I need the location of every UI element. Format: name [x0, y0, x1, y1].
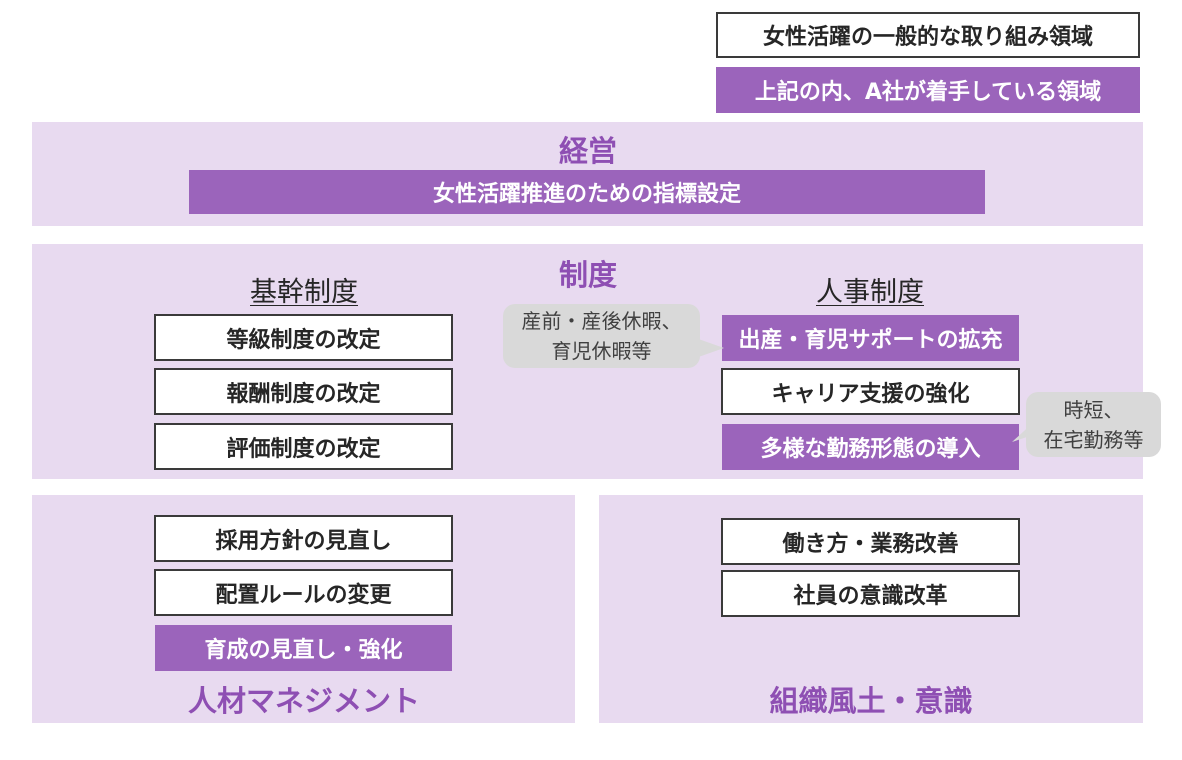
talent-item-2: 育成の見直し・強化 [155, 625, 452, 671]
talent-title: 人材マネジメント [187, 684, 420, 718]
hr-item-1: キャリア支援の強化 [721, 368, 1020, 415]
legend-general: 女性活躍の一般的な取り組み領域 [716, 12, 1140, 58]
hr-system-heading: 人事制度 [816, 277, 924, 308]
talent-item-label: 採用方針の見直し [215, 528, 392, 554]
talent-item-1: 配置ルールの変更 [154, 569, 453, 616]
hr-item-label: キャリア支援の強化 [771, 381, 970, 407]
core-item-2: 評価制度の改定 [154, 423, 453, 470]
culture-item-1: 社員の意識改革 [721, 570, 1020, 617]
hr-item-0: 出産・育児サポートの拡充 [722, 315, 1019, 361]
talent-item-label: 育成の見直し・強化 [204, 638, 403, 663]
core-item-0: 等級制度の改定 [154, 314, 453, 361]
hr-item-label: 多様な勤務形態の導入 [760, 437, 981, 462]
culture-title: 組織風土・意識 [769, 684, 973, 718]
management-item-0: 女性活躍推進のための指標設定 [189, 170, 985, 214]
core-item-label: 報酬制度の改定 [226, 381, 381, 407]
core-item-1: 報酬制度の改定 [154, 368, 453, 415]
talent-item-label: 配置ルールの変更 [215, 582, 392, 608]
callout-leave-line: 産前・産後休暇、 [521, 309, 682, 333]
core-system-heading: 基幹制度 [250, 277, 358, 308]
system-title: 制度 [558, 258, 617, 292]
legend-company: 上記の内、A社が着手している領域 [716, 67, 1140, 113]
core-item-label: 評価制度の改定 [226, 436, 381, 462]
culture-item-0: 働き方・業務改善 [721, 518, 1020, 565]
legend-general-label: 女性活躍の一般的な取り組み領域 [762, 25, 1093, 50]
callout-work-line: 時短、 [1063, 397, 1124, 422]
legend-company-label: 上記の内、A社が着手している領域 [754, 80, 1102, 105]
talent-item-0: 採用方針の見直し [154, 515, 453, 562]
management-title: 経営 [558, 134, 617, 168]
hr-item-2: 多様な勤務形態の導入 [722, 424, 1019, 470]
callout-leave: 産前・産後休暇、 育児休暇等 [503, 304, 700, 368]
management-item-label: 女性活躍推進のための指標設定 [432, 182, 741, 207]
callout-leave-line: 育児休暇等 [551, 339, 652, 363]
core-item-label: 等級制度の改定 [226, 327, 381, 353]
hr-item-label: 出産・育児サポートの拡充 [738, 328, 1003, 353]
callout-work-line: 在宅勤務等 [1043, 427, 1144, 452]
culture-item-label: 社員の意識改革 [793, 583, 948, 609]
culture-item-label: 働き方・業務改善 [782, 531, 959, 557]
callout-work: 時短、 在宅勤務等 [1026, 392, 1161, 457]
